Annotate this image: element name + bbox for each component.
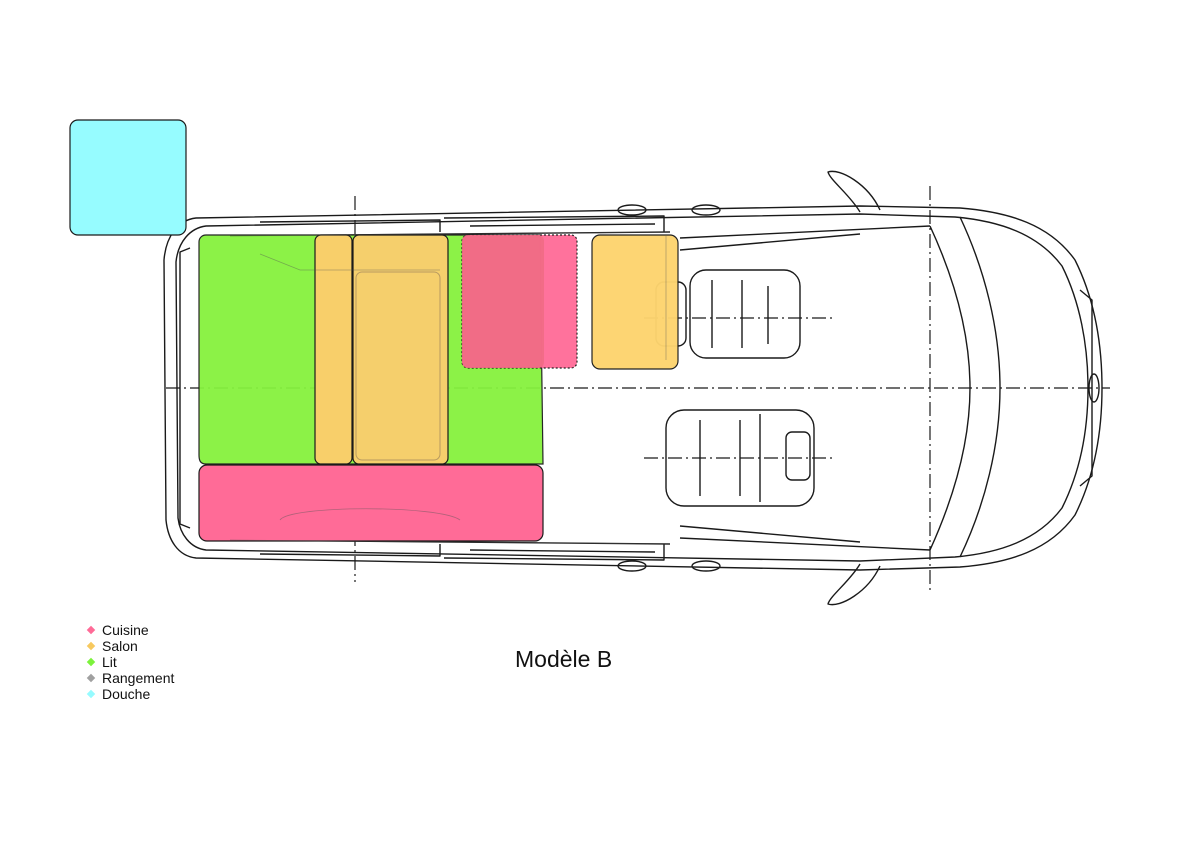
cuisine-top-overlap (462, 235, 544, 368)
salon-panel-2 (352, 234, 449, 465)
legend-item-rangement: Rangement (86, 670, 174, 686)
diamond-icon (86, 625, 96, 635)
salon-seat (591, 234, 679, 370)
diamond-icon (86, 641, 96, 651)
legend-item-lit: Lit (86, 654, 174, 670)
salon-panel-1 (314, 234, 353, 465)
legend-label: Salon (102, 638, 138, 654)
cuisine-bottom-module (198, 464, 544, 542)
legend: Cuisine Salon Lit Rangement Douche (86, 622, 174, 702)
furniture-blocks (69, 119, 679, 542)
legend-item-douche: Douche (86, 686, 174, 702)
model-title: Modèle B (515, 646, 613, 672)
diamond-icon (86, 673, 96, 683)
legend-item-salon: Salon (86, 638, 174, 654)
diamond-icon (86, 657, 96, 667)
legend-item-cuisine: Cuisine (86, 622, 174, 638)
legend-label: Rangement (102, 670, 175, 686)
legend-label: Cuisine (102, 622, 149, 638)
legend-label: Douche (102, 686, 151, 702)
salon-cushion (355, 271, 441, 461)
douche-block (69, 119, 187, 236)
diamond-icon (86, 689, 96, 699)
legend-label: Lit (102, 654, 117, 670)
overlay-lines (229, 231, 671, 545)
